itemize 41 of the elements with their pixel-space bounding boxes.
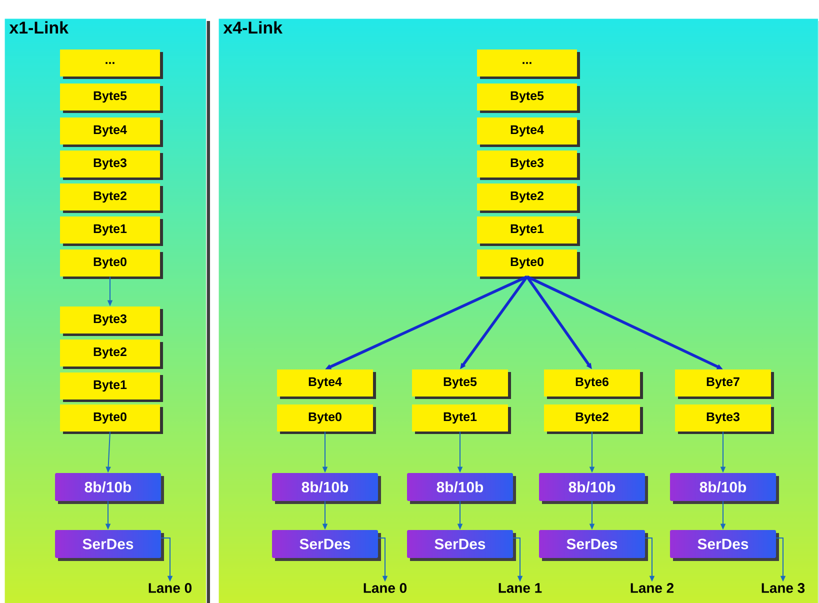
encoder-box: SerDes <box>539 530 648 561</box>
lane-label: Lane 2 <box>630 583 674 593</box>
byte-box: Byte0 <box>277 404 376 434</box>
byte-box: Byte0 <box>60 250 163 279</box>
byte-box: Byte4 <box>477 118 580 147</box>
byte-box: ... <box>60 50 163 79</box>
encoder-box: SerDes <box>670 530 779 561</box>
byte-box: Byte2 <box>477 184 580 213</box>
byte-box: Byte1 <box>477 216 580 246</box>
byte-box: Byte6 <box>544 370 643 399</box>
encoder-box: 8b/10b <box>539 473 648 504</box>
encoder-box: 8b/10b <box>55 473 164 504</box>
lane-label: Lane 0 <box>364 583 407 593</box>
byte-box: Byte2 <box>544 404 643 434</box>
byte-box: Byte2 <box>60 340 163 369</box>
byte-box: Byte5 <box>412 370 511 399</box>
byte-box: Byte3 <box>477 150 580 180</box>
byte-box: Byte2 <box>60 184 163 213</box>
encoder-box: SerDes <box>407 530 516 561</box>
encoder-box: 8b/10b <box>272 473 381 504</box>
byte-box: Byte3 <box>60 306 163 336</box>
byte-box: Byte7 <box>675 370 774 399</box>
encoder-box: SerDes <box>55 530 164 561</box>
encoder-box: 8b/10b <box>670 473 779 504</box>
byte-box: Byte0 <box>60 404 163 434</box>
byte-box: Byte1 <box>60 372 163 402</box>
byte-box: Byte5 <box>60 84 163 113</box>
byte-box: Byte1 <box>412 404 511 434</box>
byte-box: ... <box>477 50 580 79</box>
byte-box: Byte4 <box>277 370 376 399</box>
byte-box: Byte0 <box>477 250 580 279</box>
byte-box: Byte1 <box>60 216 163 246</box>
lane-label: Lane 1 <box>498 583 542 593</box>
byte-box: Byte3 <box>675 404 774 434</box>
byte-box: Byte4 <box>60 118 163 147</box>
lane-label: Lane 0 <box>148 583 192 593</box>
encoder-box: SerDes <box>272 530 381 561</box>
byte-box: Byte5 <box>477 84 580 113</box>
byte-box: Byte3 <box>60 150 163 180</box>
encoder-box: 8b/10b <box>407 473 516 504</box>
lane-label: Lane 3 <box>762 583 805 593</box>
